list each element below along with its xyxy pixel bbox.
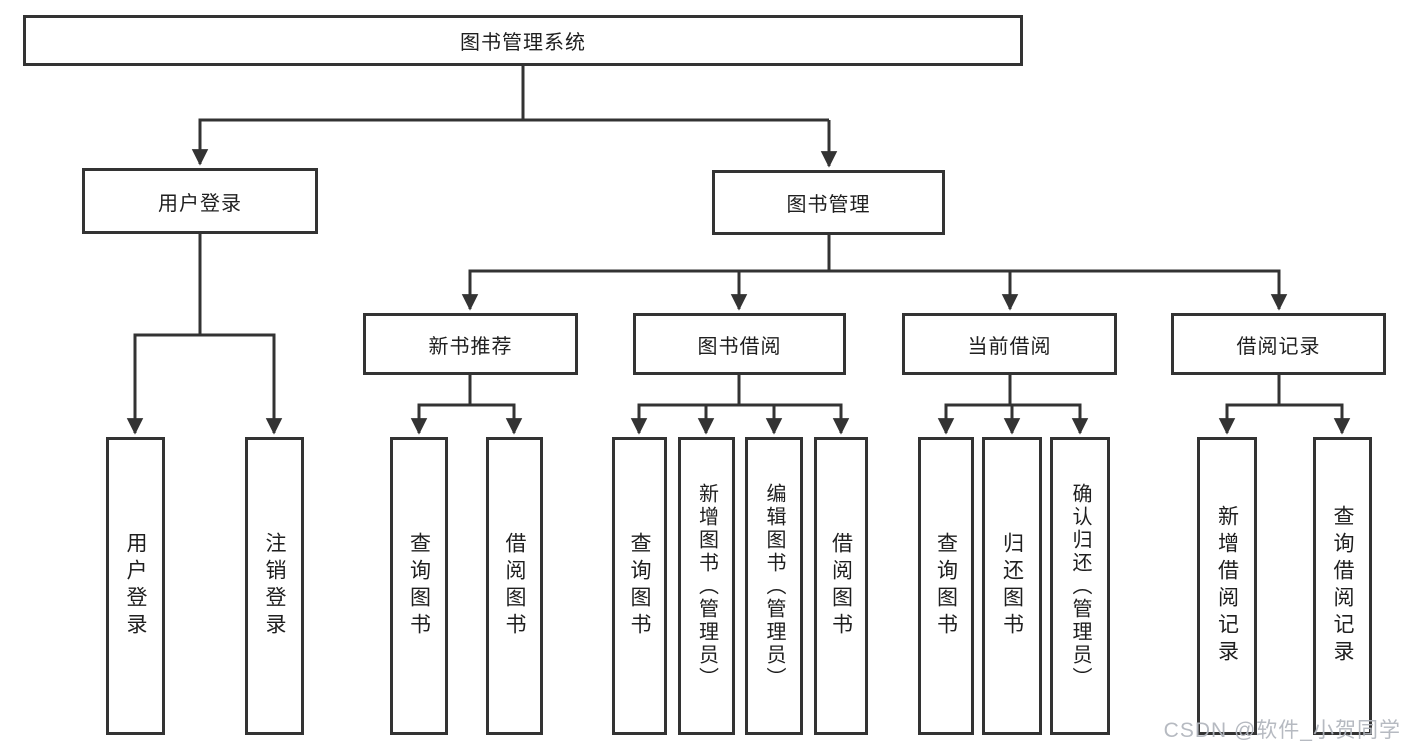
leaf-search-books-current: 查询图书 <box>918 437 974 735</box>
leaf-label: 查询借阅记录 <box>1331 505 1354 667</box>
leaf-label: 注销登录 <box>263 532 286 640</box>
leaf-label: 归还图书 <box>1000 532 1024 640</box>
leaf-return-book: 归还图书 <box>982 437 1042 735</box>
leaf-label: 新增借阅记录 <box>1215 505 1239 667</box>
leaf-confirm-return-admin: 确认归还（管理员） <box>1050 437 1110 735</box>
node-new-book-recommend: 新书推荐 <box>363 313 578 375</box>
leaf-user-login: 用户登录 <box>106 437 165 735</box>
node-borrow-records: 借阅记录 <box>1171 313 1386 375</box>
node-library-system-root: 图书管理系统 <box>23 15 1023 66</box>
connector-borrow-records-to-leaves <box>1218 375 1351 435</box>
leaf-logout: 注销登录 <box>245 437 304 735</box>
leaf-edit-book-admin: 编辑图书（管理员） <box>745 437 803 735</box>
leaf-label: 借阅图书 <box>829 532 853 640</box>
watermark: CSDN @软件_小贺同学 <box>1163 719 1401 742</box>
connector-book-borrow-to-leaves <box>630 375 850 435</box>
leaf-search-books-recommend: 查询图书 <box>390 437 448 735</box>
leaf-search-books-borrow: 查询图书 <box>612 437 667 735</box>
connector-current-borrow-to-leaves <box>937 375 1089 435</box>
node-user-login: 用户登录 <box>82 168 318 234</box>
leaf-label: 用户登录 <box>124 532 147 640</box>
node-book-borrow: 图书借阅 <box>633 313 846 375</box>
leaf-label: 确认归还（管理员） <box>1069 482 1091 690</box>
connector-root-to-level2 <box>191 66 838 168</box>
connector-book-management-to-level3 <box>461 234 1288 311</box>
connector-user-login-to-leaves <box>126 233 283 435</box>
leaf-label: 借阅图书 <box>503 532 526 640</box>
leaf-search-borrow-record: 查询借阅记录 <box>1313 437 1372 735</box>
leaf-label: 查询图书 <box>628 532 651 640</box>
leaf-borrow-books-borrow: 借阅图书 <box>814 437 868 735</box>
leaf-label: 新增图书（管理员） <box>695 482 718 690</box>
leaf-label: 查询图书 <box>407 532 431 640</box>
leaf-add-borrow-record: 新增借阅记录 <box>1197 437 1257 735</box>
node-current-borrow: 当前借阅 <box>902 313 1117 375</box>
node-book-management: 图书管理 <box>712 170 945 235</box>
leaf-label: 查询图书 <box>934 532 958 640</box>
connector-new-book-to-leaves <box>410 375 523 435</box>
leaf-borrow-books-recommend: 借阅图书 <box>486 437 543 735</box>
leaf-add-book-admin: 新增图书（管理员） <box>678 437 735 735</box>
leaf-label: 编辑图书（管理员） <box>763 482 785 690</box>
